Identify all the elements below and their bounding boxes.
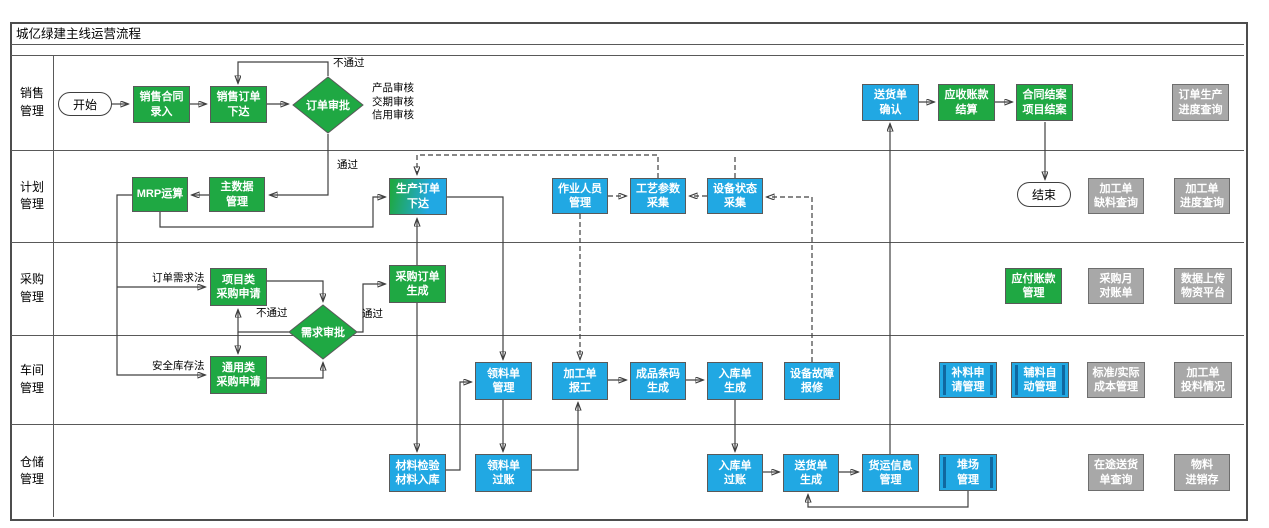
lane-label-column-divider: [53, 55, 54, 517]
label-pass-mid: 通过: [362, 308, 383, 320]
node-in-transit-delivery-query: 在途送货 单查询: [1088, 454, 1144, 491]
node-purchase-order-gen: 采购订单 生成: [389, 265, 446, 303]
lane-divider-3: [11, 335, 1244, 336]
node-equipment-fault-repair: 设备故障 报修: [784, 362, 840, 400]
node-product-barcode-gen: 成品条码 生成: [630, 362, 686, 400]
label-reject-mid: 不通过: [256, 307, 288, 319]
node-replenish-request-mgmt: 补料申 请管理: [939, 362, 997, 398]
node-standard-actual-cost-mgmt: 标准/实际 成本管理: [1087, 362, 1145, 398]
node-start: 开始: [58, 92, 112, 116]
label-pass-top: 通过: [337, 159, 358, 171]
node-yard-mgmt: 堆场 管理: [939, 454, 997, 491]
node-workorder-shortage-query: 加工单 缺料查询: [1088, 178, 1144, 214]
header-strip-divider: [11, 55, 1244, 56]
node-production-order-release: 生产订单 下达: [389, 178, 447, 215]
node-auxiliary-auto-mgmt: 辅料自 动管理: [1011, 362, 1069, 398]
node-sales-contract-entry: 销售合同 录入: [133, 86, 190, 123]
node-order-approval: 订单审批: [292, 76, 364, 134]
label-reject-top: 不通过: [333, 57, 365, 69]
label-audit-notes: 产品审核 交期审核 信用审核: [372, 82, 414, 122]
node-master-data-mgmt: 主数据 管理: [209, 177, 265, 212]
node-inbound-order-gen: 入库单 生成: [707, 362, 763, 400]
node-order-production-progress-query: 订单生产 进度查询: [1172, 84, 1229, 121]
node-delivery-note-gen: 送货单 生成: [783, 454, 839, 492]
node-mrp-run: MRP运算: [132, 177, 188, 212]
node-picking-list-posting: 领料单 过账: [475, 454, 532, 492]
lane-divider-1: [11, 150, 1244, 151]
node-picking-list-mgmt: 领料单 管理: [475, 362, 532, 400]
diagram-title: 城亿绿建主线运营流程: [16, 27, 142, 41]
diamond-shape: [288, 304, 358, 360]
label-order-demand-method: 订单需求法: [152, 272, 205, 284]
lane-label-sales: 销售 管理: [19, 86, 44, 118]
node-inbound-order-posting: 入库单 过账: [707, 454, 763, 492]
label-safety-stock-method: 安全库存法: [152, 360, 205, 372]
node-monthly-purchase-statement: 采购月 对账单: [1088, 268, 1144, 304]
node-workorder-material-input: 加工单 投料情况: [1174, 362, 1232, 398]
node-label: 订单审批: [306, 100, 350, 112]
lane-label-workshop: 车间 管理: [19, 363, 44, 395]
node-material-inventory: 物料 进销存: [1174, 454, 1230, 491]
lane-label-warehouse: 仓储 管理: [19, 454, 44, 486]
node-demand-approval: 需求审批: [288, 304, 358, 360]
node-workorder-progress-query: 加工单 进度查询: [1174, 178, 1230, 214]
node-contract-project-close: 合同结案 项目结案: [1016, 84, 1073, 121]
node-process-param-collect: 工艺参数 采集: [630, 178, 686, 214]
node-label: 需求审批: [301, 327, 345, 339]
diamond-shape: [292, 76, 364, 134]
lane-divider-4: [11, 424, 1244, 425]
node-payable-mgmt: 应付账款 管理: [1005, 268, 1062, 304]
node-material-inspect-inbound: 材料检验 材料入库: [389, 454, 446, 492]
node-delivery-note-confirm: 送货单 确认: [862, 84, 919, 121]
node-project-purchase-request: 项目类 采购申请: [210, 268, 267, 306]
node-receivable-settlement: 应收账款 结算: [938, 84, 995, 121]
lane-label-purchasing: 采购 管理: [19, 272, 44, 304]
node-end: 结束: [1017, 182, 1071, 207]
title-row-divider: [11, 44, 1244, 45]
lane-divider-2: [11, 242, 1244, 243]
node-device-status-collect: 设备状态 采集: [707, 178, 763, 214]
diagram-outer-border: [10, 22, 1248, 521]
node-worker-mgmt: 作业人员 管理: [552, 178, 608, 214]
lane-label-planning: 计划 管理: [19, 179, 44, 211]
node-workorder-report: 加工单 报工: [552, 362, 608, 400]
node-freight-info-mgmt: 货运信息 管理: [862, 454, 919, 492]
node-general-purchase-request: 通用类 采购申请: [210, 356, 267, 394]
node-data-upload-platform: 数据上传 物资平台: [1174, 268, 1232, 304]
node-sales-order-release: 销售订单 下达: [210, 86, 267, 123]
